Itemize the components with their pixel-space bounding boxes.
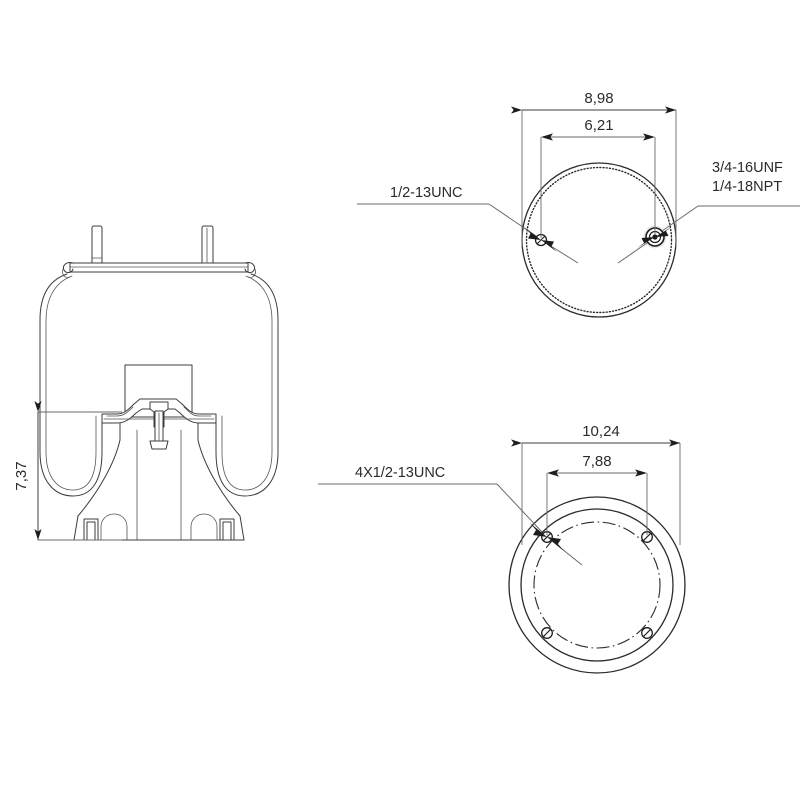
bolt-hole-bottom-left	[541, 627, 553, 639]
callout-label-top-right-line1: 3/4-16UNF	[712, 160, 783, 176]
piston-inner-circle	[520, 508, 674, 662]
bellows-body	[39, 273, 279, 497]
side-elevation-view: 7,37	[13, 225, 279, 541]
bottom-plan-view: 10,24 7,88 4X1/2-13UNC	[318, 423, 686, 674]
center-bolt	[149, 401, 169, 450]
dimension-label-621: 6,21	[584, 117, 613, 134]
top-stud-right	[199, 225, 216, 269]
top-bead-plate	[62, 262, 256, 278]
top-plate-inner-circle	[525, 166, 673, 314]
callout-top-left: 1/2-13UNC	[357, 185, 579, 264]
dimension-label-788: 7,88	[582, 453, 611, 470]
callout-label-bottom-left: 4X1/2-13UNC	[355, 465, 445, 481]
dimension-dia-1024: 10,24	[511, 423, 681, 545]
top-plan-view: 8,98 6,21 1/2-13UNC 3/4-16UNF	[357, 90, 800, 318]
callout-top-right: 3/4-16UNF 1/4-18NPT	[617, 160, 800, 264]
dimension-bolt-circle-788: 7,88	[546, 453, 648, 535]
dimension-height-737: 7,37	[13, 401, 122, 541]
dimension-label-898: 8,98	[584, 90, 613, 107]
dimension-stud-621: 6,21	[540, 117, 656, 238]
callout-label-top-left: 1/2-13UNC	[390, 185, 463, 201]
top-air-port	[643, 225, 667, 249]
callout-label-top-right-line2: 1/4-18NPT	[712, 179, 782, 195]
piston-body	[73, 422, 245, 541]
dimension-dia-898: 8,98	[511, 90, 677, 247]
piston-base-features	[83, 513, 235, 541]
dimension-label-737: 7,37	[13, 461, 30, 490]
callout-bottom-left: 4X1/2-13UNC	[318, 465, 583, 566]
bolt-hole-bottom-right	[641, 627, 653, 639]
base-fastener-left	[83, 518, 99, 541]
top-stud-left	[91, 225, 103, 265]
bolt-circle	[533, 521, 661, 649]
piston-outer-circle	[508, 496, 686, 674]
base-fastener-right	[219, 518, 235, 541]
dimension-label-1024: 10,24	[582, 423, 620, 440]
